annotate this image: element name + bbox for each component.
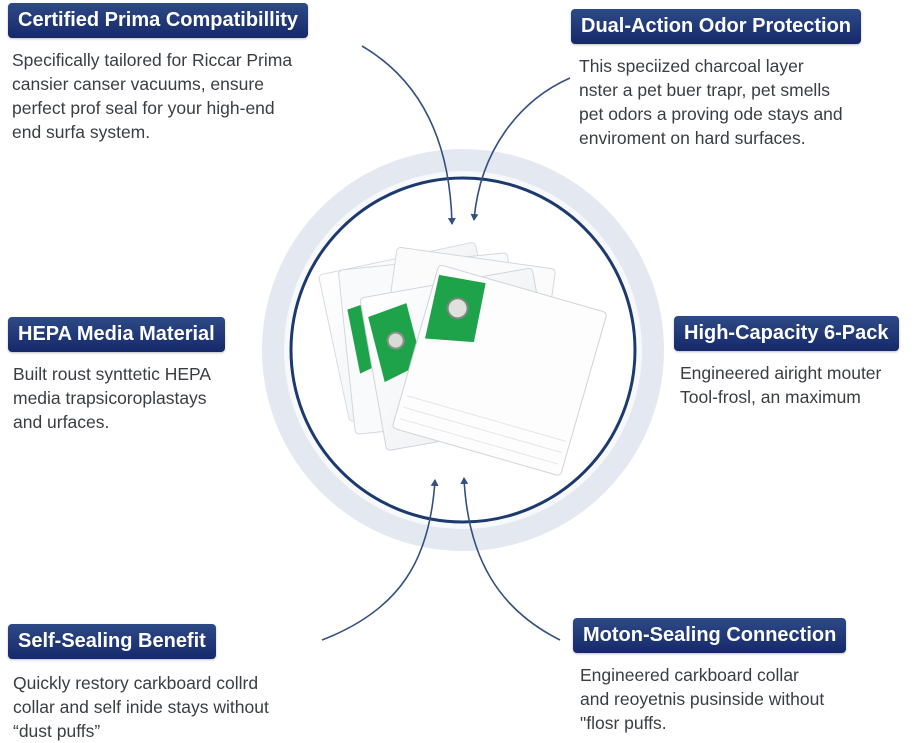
feature-six-pack: High-Capacity 6-Pack Engineered airight … <box>674 316 899 409</box>
feature-description: Specifically tailored for Riccar Prima c… <box>12 48 308 144</box>
description-line: Tool-frosl, an maximum <box>680 387 861 407</box>
arrow-top-right <box>470 77 571 221</box>
feature-description: This speciized charcoal layer nster a pe… <box>579 54 861 150</box>
feature-title-badge: HEPA Media Material <box>8 317 225 352</box>
feature-title-badge: High-Capacity 6-Pack <box>674 316 899 351</box>
arrow-bottom-left <box>321 479 439 641</box>
description-line: Engineered carkboard collar <box>580 665 799 685</box>
description-line: Quickly restory carkboard collrd <box>13 673 259 693</box>
description-line: Specifically tailored for Riccar Prima <box>12 50 293 70</box>
feature-description: Engineered airight mouter Tool-frosl, an… <box>680 361 899 409</box>
description-line: nster a pet buer trapr, pet smells <box>579 80 830 100</box>
feature-self-sealing: Self-Sealing Benefit Quickly restory car… <box>8 624 269 743</box>
feature-description: Built roust synttetic HEPA media trapsic… <box>13 362 225 434</box>
feature-title-badge: Moton-Sealing Connection <box>573 618 847 653</box>
feature-description: Quickly restory carkboard collrd collar … <box>13 671 269 743</box>
feature-compatibility: Certified Prima Compatibillity Specifica… <box>8 3 309 144</box>
description-line: end surfa system. <box>12 122 151 142</box>
description-line: “dust puffs” <box>13 721 101 741</box>
feature-sealing-connection: Moton-Sealing Connection Engineered cark… <box>573 618 847 735</box>
feature-description: Engineered carkboard collar and reoyetni… <box>580 663 846 735</box>
description-line: Built roust synttetic HEPA <box>13 364 212 384</box>
description-line: and urfaces. <box>13 412 110 432</box>
feature-title-badge: Self-Sealing Benefit <box>8 624 216 659</box>
description-line: perfect prof seal for your high-end <box>12 98 275 118</box>
description-line: This speciized charcoal layer <box>579 56 804 76</box>
feature-title-badge: Certified Prima Compatibillity <box>8 3 309 38</box>
description-line: collar and self inide stays without <box>13 697 269 717</box>
description-line: "flosr puffs. <box>580 713 667 733</box>
description-line: Engineered airight mouter <box>680 363 882 383</box>
description-line: cansier canser vacuums, ensure <box>12 74 264 94</box>
arrow-top-left <box>361 45 456 225</box>
description-line: pet odors a proving ode stays and <box>579 104 843 124</box>
description-line: media trapsicoroplastays <box>13 388 207 408</box>
arrow-bottom-right <box>460 477 561 641</box>
feature-hepa-media: HEPA Media Material Built roust syntteti… <box>8 317 225 434</box>
description-line: enviroment on hard surfaces. <box>579 128 806 148</box>
feature-title-badge: Dual-Action Odor Protection <box>571 9 861 44</box>
feature-odor-protection: Dual-Action Odor Protection This speciiz… <box>571 9 861 150</box>
description-line: and reoyetnis pusinside without <box>580 689 825 709</box>
vacuum-bags-stack <box>318 242 607 476</box>
